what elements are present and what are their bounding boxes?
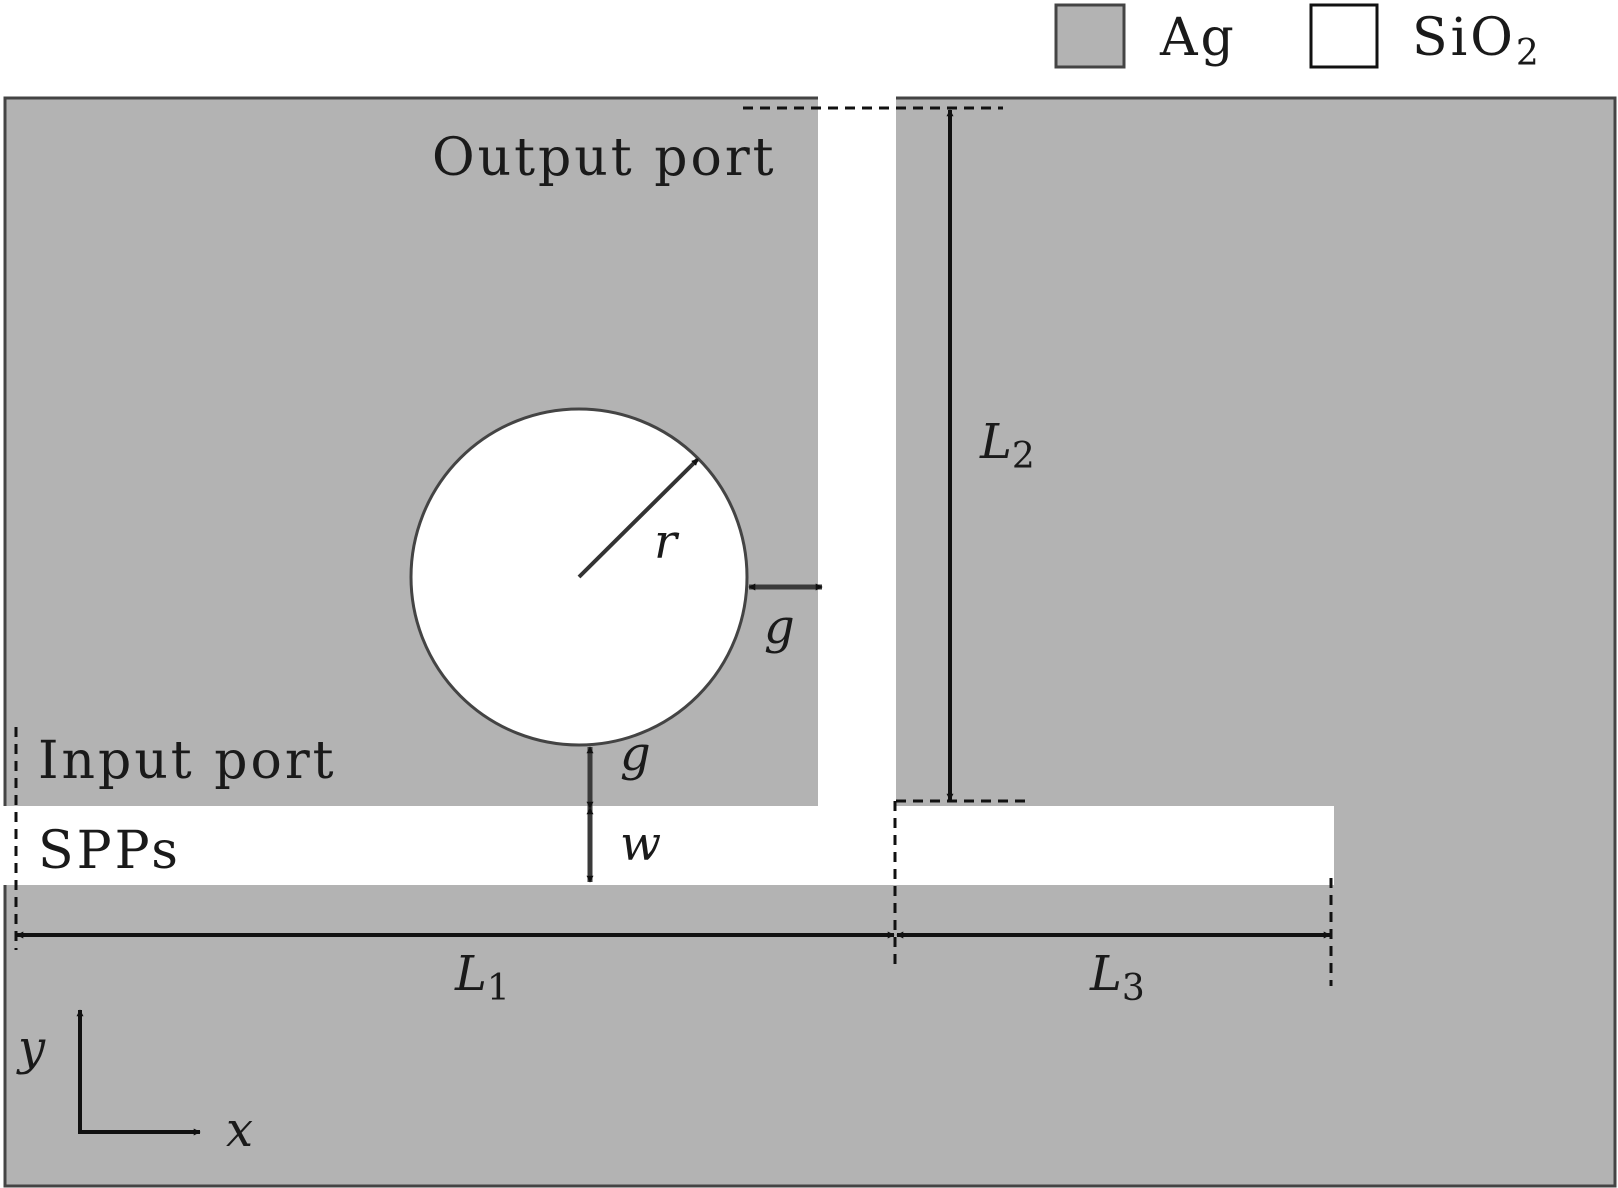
spps-label: SPPs (38, 821, 181, 881)
output-channel (818, 90, 896, 818)
gap-bottom-label: g (620, 726, 651, 782)
output-port-label: Output port (432, 128, 777, 188)
legend-sio2-label: SiO2 (1412, 8, 1542, 74)
l3-label: L3 (1089, 946, 1145, 1009)
bus-waveguide (3, 806, 1334, 885)
l2-label: L2 (979, 414, 1035, 477)
ag-substrate (3, 96, 1617, 1188)
legend-ag-swatch (1054, 3, 1126, 69)
l1-label: L1 (454, 946, 510, 1009)
radius-arrow (577, 457, 700, 579)
gap-right-label: g (764, 599, 795, 655)
width-label: w (620, 816, 661, 872)
dashed-guides (14, 106, 1333, 986)
input-port-label: Input port (38, 731, 337, 791)
radius-label: r (654, 514, 680, 570)
y-axis-label: y (16, 1020, 46, 1076)
x-axis-label: x (226, 1102, 253, 1158)
legend-ag-label: Ag (1159, 8, 1237, 68)
legend-sio2-swatch (1309, 3, 1379, 69)
